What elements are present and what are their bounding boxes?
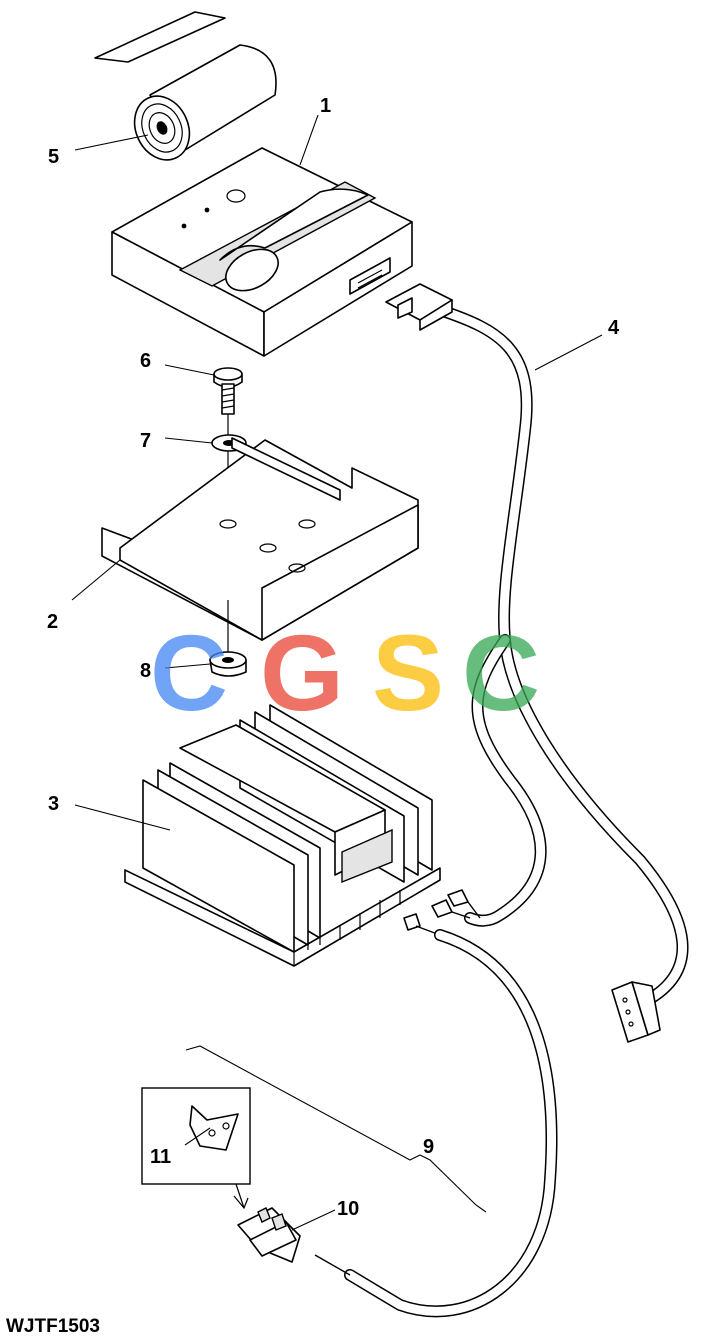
nut bbox=[209, 651, 247, 677]
drawing-id: WJTF1503 bbox=[6, 1316, 100, 1337]
callout-5: 5 bbox=[48, 146, 59, 168]
printer-cable bbox=[385, 283, 689, 1043]
paper-roll bbox=[94, 11, 277, 161]
callout-1: 1 bbox=[320, 95, 331, 117]
callout-8: 8 bbox=[140, 660, 151, 682]
callout-9: 9 bbox=[423, 1136, 434, 1158]
leader-lines bbox=[71, 114, 603, 1231]
callout-2: 2 bbox=[47, 611, 58, 633]
callout-11: 11 bbox=[150, 1146, 171, 1168]
printer-housing bbox=[111, 147, 413, 357]
mounting-tray bbox=[101, 437, 419, 652]
watermark-letter-0: C bbox=[150, 612, 228, 733]
callout-7: 7 bbox=[140, 430, 151, 452]
harness-connector bbox=[237, 1207, 301, 1263]
watermark-letter-3: C bbox=[462, 612, 540, 733]
wire-harness bbox=[314, 913, 558, 1318]
callout-4: 4 bbox=[608, 317, 620, 339]
watermark-letter-1: G bbox=[260, 612, 344, 733]
bracket-inset bbox=[141, 1087, 251, 1210]
callout-6: 6 bbox=[140, 350, 151, 372]
bolt bbox=[213, 367, 243, 530]
callout-3: 3 bbox=[48, 793, 59, 815]
watermark-letter-2: S bbox=[372, 612, 444, 733]
callouts: 1 2 3 4 5 6 7 8 9 10 11 bbox=[47, 95, 620, 1220]
callout-10: 10 bbox=[337, 1198, 359, 1220]
heat-sink-module bbox=[124, 704, 441, 967]
watermark: C G S C bbox=[150, 612, 540, 733]
